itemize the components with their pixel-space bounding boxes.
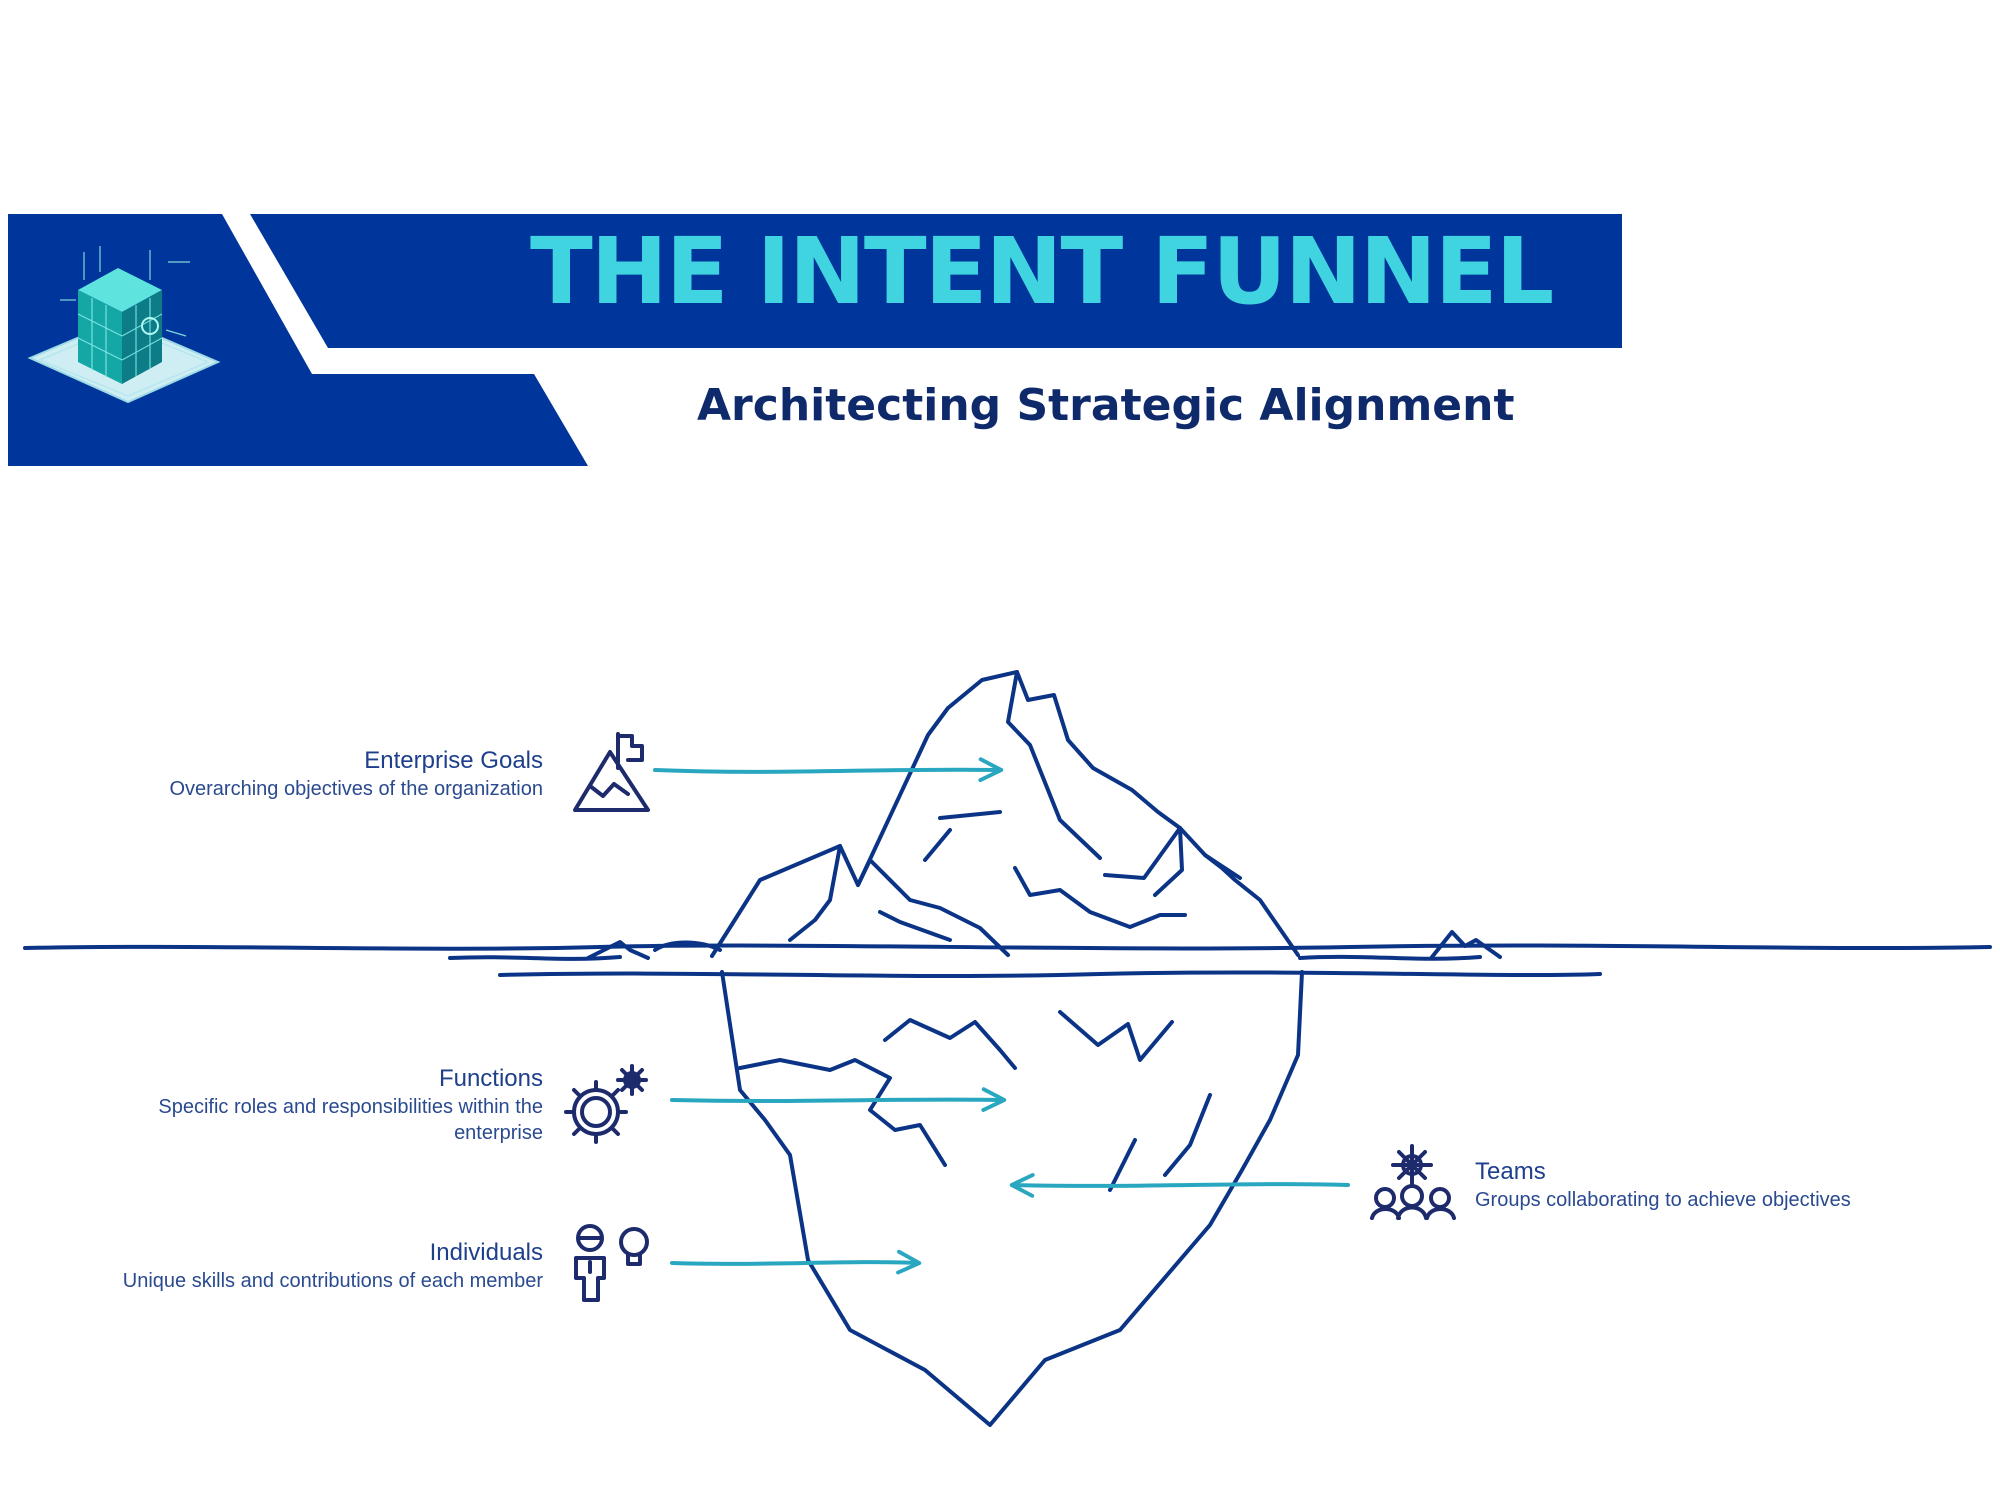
iceberg-tip: [712, 672, 1298, 956]
mountain-flag-icon: [575, 734, 648, 810]
layer-title: Functions: [158, 1064, 543, 1094]
layer-enterprise-goals: Enterprise Goals Overarching objectives …: [169, 746, 543, 802]
waterline-lower: [500, 972, 1600, 976]
layer-functions: Functions Specific roles and responsibil…: [158, 1064, 543, 1146]
layer-title: Individuals: [123, 1238, 543, 1268]
layer-description: Unique skills and contributions of each …: [123, 1268, 543, 1294]
layer-description: Overarching objectives of the organizati…: [169, 776, 543, 802]
arrow-functions: [672, 1100, 1003, 1101]
layer-description: Specific roles and responsibilities with…: [158, 1094, 543, 1120]
arrow-teams: [1013, 1184, 1348, 1186]
layer-description-cont: enterprise: [158, 1120, 543, 1146]
iceberg-submerged: [722, 972, 1302, 1425]
person-lightbulb-icon: [576, 1226, 647, 1300]
layer-individuals: Individuals Unique skills and contributi…: [123, 1238, 543, 1294]
team-gear-icon: [1372, 1146, 1454, 1218]
layer-title: Teams: [1475, 1157, 1851, 1187]
arrow-individuals: [672, 1262, 918, 1264]
layer-title: Enterprise Goals: [169, 746, 543, 776]
waterline: [25, 945, 1990, 948]
layer-description: Groups collaborating to achieve objectiv…: [1475, 1187, 1851, 1213]
gears-icon: [566, 1066, 646, 1142]
arrow-enterprise-goals: [655, 770, 1000, 772]
layer-teams: Teams Groups collaborating to achieve ob…: [1475, 1157, 1851, 1213]
